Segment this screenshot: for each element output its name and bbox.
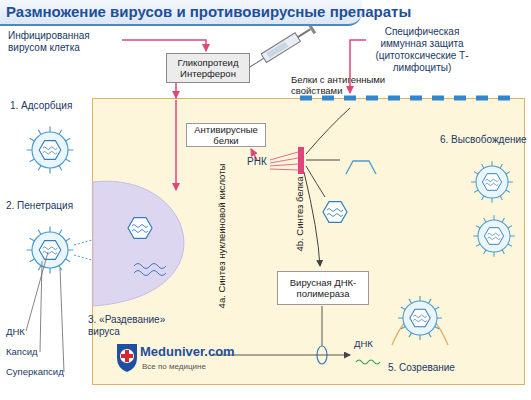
budding-membrane	[392, 313, 448, 346]
logo-shield	[117, 344, 137, 372]
node-text: Гликопротеид Интерферон	[167, 57, 249, 79]
node-text: Белки с антигенными свойствами	[291, 74, 399, 96]
antiviral-protein-arrow	[251, 149, 257, 160]
rna-strands	[270, 152, 298, 170]
immune-note: Специфическая иммунная защита (цитотокси…	[366, 26, 478, 74]
released-virus	[473, 215, 515, 257]
capsid-fragment	[346, 161, 376, 174]
ribosome	[298, 147, 304, 174]
protein-synthesis-arrows	[304, 108, 350, 266]
part-name: Капсид	[6, 346, 56, 358]
adsorbing-virus	[27, 127, 74, 174]
immune-arrow	[350, 40, 366, 93]
uncoated-capsid	[128, 218, 152, 239]
node-text: Антивирусные белки	[187, 124, 265, 146]
part-name: ДНК	[6, 326, 46, 338]
dna-synthesis-line	[212, 355, 350, 356]
step-label: 2. Пенетрация	[6, 200, 96, 212]
antiviral-protein-box: Антивирусные белки	[186, 123, 266, 147]
infected-cell: Белки с антигенными свойствамиАнтивирусн…	[92, 98, 525, 385]
antigen-dashes	[300, 96, 510, 101]
viral-dna	[134, 264, 166, 276]
released-virus	[471, 161, 513, 203]
step-label: 1. Адсорбция	[10, 100, 100, 112]
node-text: Вирусная ДНК-полимераза	[278, 277, 368, 299]
diagram-title: Размножение вирусов и противовирусные пр…	[0, 0, 362, 26]
part-name: Суперкапсид	[6, 366, 76, 378]
penetrating-virus	[27, 227, 74, 274]
syringe-symbol	[246, 22, 316, 72]
polymerase-line	[322, 306, 323, 346]
nucleus	[93, 181, 184, 306]
interferon-arrow	[175, 83, 177, 98]
interferon-box: Гликопротеид Интерферон	[166, 53, 250, 83]
interferon-arrow-continuation	[175, 100, 177, 190]
new-dna	[356, 360, 380, 364]
leader-lines	[26, 252, 64, 372]
cell-caption: Инфицированная вирусом клетка	[8, 30, 128, 54]
replication-circle	[317, 346, 327, 364]
mature-virus	[398, 296, 442, 340]
infected-cell-arrow	[122, 40, 206, 51]
new-capsid	[323, 202, 347, 223]
penetration-trace	[74, 240, 92, 260]
polymerase-box: Вирусная ДНК-полимераза	[277, 271, 369, 305]
